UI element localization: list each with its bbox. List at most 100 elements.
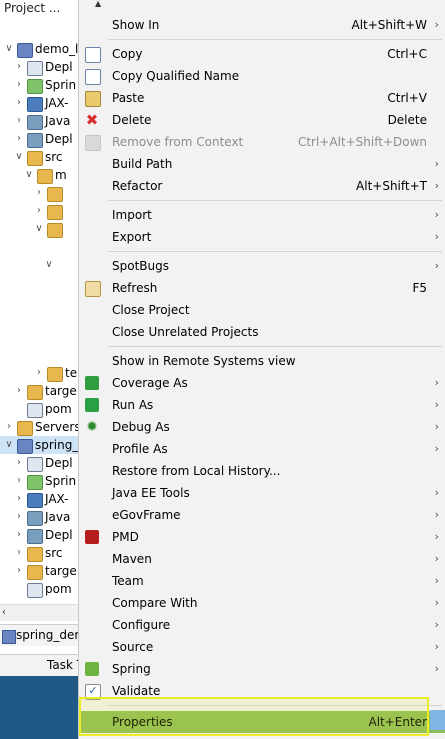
- chevron-right-icon[interactable]: ›: [7, 421, 11, 432]
- tree-item[interactable]: ›te: [0, 364, 78, 382]
- deployed-resources-icon: [27, 529, 43, 544]
- chevron-right-icon[interactable]: ›: [17, 61, 21, 72]
- scroll-left-icon[interactable]: ‹: [2, 607, 6, 618]
- tree-item[interactable]: ›targe: [0, 562, 78, 580]
- chevron-down-icon[interactable]: ∨: [5, 43, 13, 54]
- chevron-right-icon[interactable]: ›: [17, 565, 21, 576]
- tree-item[interactable]: ›Sprin: [0, 76, 78, 94]
- tree-item-label: Depl: [45, 456, 73, 470]
- menu-scroll-up-icon[interactable]: ▲: [95, 0, 102, 8]
- tree-item[interactable]: ›src: [0, 544, 78, 562]
- chevron-right-icon[interactable]: ›: [37, 187, 41, 198]
- tree-item[interactable]: › targe: [0, 382, 78, 400]
- tree-item-label: targe: [45, 384, 77, 398]
- java-library-icon: [27, 115, 43, 130]
- horizontal-scrollbar[interactable]: ‹: [0, 604, 78, 621]
- tree-item[interactable]: ∨spring_d: [0, 436, 78, 454]
- menu-item-label: Java EE Tools: [112, 486, 190, 500]
- menu-item-close-unrelated-projects[interactable]: Close Unrelated Projects: [79, 321, 445, 343]
- chevron-down-icon[interactable]: ∨: [45, 259, 53, 270]
- menu-item-import[interactable]: Import›: [79, 204, 445, 226]
- menu-item-label: Export: [112, 230, 152, 244]
- menu-item-close-project[interactable]: Close Project: [79, 299, 445, 321]
- debug-icon: ✹: [86, 419, 98, 435]
- tree-item[interactable]: ∨demo_le: [0, 40, 78, 58]
- menu-item-spotbugs[interactable]: SpotBugs›: [79, 255, 445, 277]
- menu-item-maven[interactable]: Maven›: [79, 548, 445, 570]
- menu-item-team[interactable]: Team›: [79, 570, 445, 592]
- tree-item[interactable]: pom: [0, 580, 78, 598]
- tree-item[interactable]: ›Depl: [0, 58, 78, 76]
- tree-item[interactable]: ›Depl: [0, 130, 78, 148]
- menu-item-debug-as[interactable]: ✹Debug As›: [79, 416, 445, 438]
- chevron-right-icon[interactable]: ›: [17, 457, 21, 468]
- tree-item[interactable]: ›Depl: [0, 526, 78, 544]
- menu-item-run-as[interactable]: Run As›: [79, 394, 445, 416]
- tree-item[interactable]: ›Java: [0, 112, 78, 130]
- menu-item-source[interactable]: Source›: [79, 636, 445, 658]
- chevron-right-icon[interactable]: ›: [37, 367, 41, 378]
- editor-tab[interactable]: spring_dem: [0, 624, 78, 648]
- tree-item[interactable]: ›Sprin: [0, 472, 78, 490]
- chevron-right-icon[interactable]: ›: [17, 79, 21, 90]
- menu-item-profile-as[interactable]: Profile As›: [79, 438, 445, 460]
- menu-item-label: eGovFrame: [112, 508, 181, 522]
- chevron-right-icon[interactable]: ›: [17, 493, 21, 504]
- tree-item[interactable]: ›JAX-: [0, 94, 78, 112]
- chevron-down-icon[interactable]: ∨: [25, 169, 33, 180]
- chevron-right-icon[interactable]: ›: [37, 205, 41, 216]
- menu-item-pmd[interactable]: PMD›: [79, 526, 445, 548]
- menu-item-java-ee-tools[interactable]: Java EE Tools›: [79, 482, 445, 504]
- tree-item[interactable]: ›Servers: [0, 418, 78, 436]
- menu-item-build-path[interactable]: Build Path›: [79, 153, 445, 175]
- chevron-right-icon[interactable]: ›: [17, 511, 21, 522]
- menu-item-compare-with[interactable]: Compare With›: [79, 592, 445, 614]
- tree-item[interactable]: › Depl: [0, 454, 78, 472]
- delete-icon: ✖: [85, 111, 99, 129]
- chevron-right-icon[interactable]: ›: [17, 133, 21, 144]
- tree-item[interactable]: ›: [0, 202, 78, 220]
- chevron-right-icon[interactable]: ›: [17, 385, 21, 396]
- task-tab[interactable]: Task T: [0, 654, 78, 677]
- menu-item-configure[interactable]: Configure›: [79, 614, 445, 636]
- chevron-down-icon[interactable]: ∨: [35, 223, 43, 234]
- background-window-strip: [430, 710, 445, 730]
- tree-item[interactable]: ›: [0, 184, 78, 202]
- chevron-right-icon[interactable]: ›: [17, 547, 21, 558]
- menu-item-copy-qualified-name[interactable]: Copy Qualified Name: [79, 65, 445, 87]
- validate-check-icon: ✓: [85, 684, 101, 700]
- menu-item-restore-from-local-history[interactable]: Restore from Local History...: [79, 460, 445, 482]
- tree-item[interactable]: ∨: [0, 220, 78, 238]
- chevron-down-icon[interactable]: ∨: [15, 151, 23, 162]
- menu-item-spring[interactable]: Spring›: [79, 658, 445, 680]
- chevron-right-icon[interactable]: ›: [17, 475, 21, 486]
- chevron-right-icon[interactable]: ›: [17, 115, 21, 126]
- menu-item-export[interactable]: Export›: [79, 226, 445, 248]
- refresh-icon: [85, 281, 101, 297]
- menu-item-coverage-as[interactable]: Coverage As›: [79, 372, 445, 394]
- tree-item[interactable]: pom: [0, 400, 78, 418]
- chevron-right-icon[interactable]: ›: [17, 529, 21, 540]
- chevron-down-icon[interactable]: ∨: [5, 439, 13, 450]
- tree-item[interactable]: ∨m: [0, 166, 78, 184]
- menu-item-validate[interactable]: ✓Validate: [79, 680, 445, 702]
- tree-item[interactable]: ›JAX-: [0, 490, 78, 508]
- menu-item-shortcut: Ctrl+Alt+Shift+Down: [297, 135, 427, 149]
- menu-item-label: Refresh: [112, 281, 158, 295]
- menu-item-egovframe[interactable]: eGovFrame›: [79, 504, 445, 526]
- menu-item-label: Coverage As: [112, 376, 188, 390]
- tree-item[interactable]: ∨src: [0, 148, 78, 166]
- menu-item-show-in-remote-systems-view[interactable]: Show in Remote Systems view: [79, 350, 445, 372]
- folder-icon: [37, 169, 53, 184]
- tree-item[interactable]: ∨: [0, 256, 78, 274]
- chevron-right-icon[interactable]: ›: [17, 97, 21, 108]
- submenu-arrow-icon: ›: [434, 574, 439, 587]
- tree-item[interactable]: ›Java: [0, 508, 78, 526]
